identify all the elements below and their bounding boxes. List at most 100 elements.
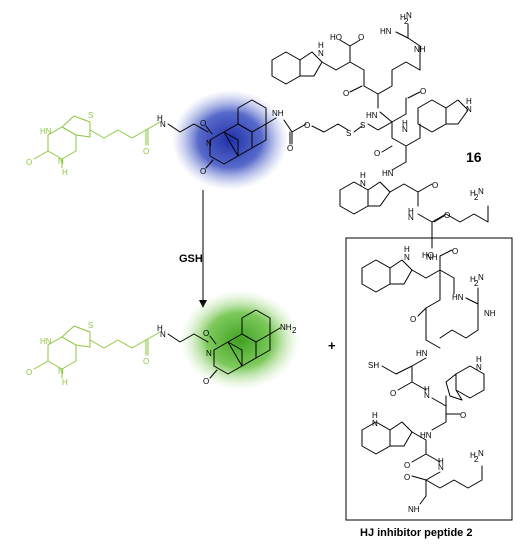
atom-label: O [358,33,364,42]
atom-label: N [478,273,484,282]
atom-label: HN [366,111,378,120]
atom-label: O [420,87,426,96]
atom-label: HO [422,251,434,260]
atom-label: O [143,147,149,156]
atom-label: H [400,13,406,22]
atom-label: H [157,324,163,333]
atom-label: H [360,171,366,180]
atom-label: H [470,275,476,284]
atom-label: N [318,49,324,58]
atom-label: HN [452,293,464,302]
atom-label: O [304,121,310,130]
peptide-2-caption: HJ inhibitor peptide 2 [360,527,472,539]
atom-label: NH [414,45,426,54]
atom-label: H [470,189,476,198]
atom-label: O [200,167,206,176]
naphthalimide-linker-top: H N N O O NH O O S S [157,99,393,176]
atom-label: O [410,315,416,324]
peptide-top: H N HO O O H 2 N HN NH HN O H N N H O [271,11,489,262]
atom-label: 2 [404,17,409,26]
atom-label: SH [368,361,379,370]
atom-label: 2 [474,193,479,202]
atom-label: O [203,377,209,386]
atom-label: N [360,179,366,188]
atom-label: H [62,168,68,177]
atom-label: N [58,157,64,166]
atom-label: N [160,120,166,129]
atom-label: NH [426,253,438,262]
atom-label: O [287,144,293,153]
atom-label: N [408,213,414,222]
atom-label: 2 [474,279,479,288]
atom-label: H [476,355,482,364]
atom-label: H [470,451,476,460]
atom-label: H [157,114,163,123]
atom-label: N [58,367,64,376]
atom-label: N [404,253,410,262]
atom-label: H [318,41,324,50]
atom-label: H [402,119,408,128]
plus-sign: + [328,338,336,353]
atom-label: HN [416,349,428,358]
atom-label: O [460,411,466,420]
atom-label: HN [40,127,52,136]
atom-label: N [466,105,472,114]
atom-label: NH [408,505,420,514]
blue-fluorescence-glow [172,90,288,190]
biotin-unit-bottom: HN O H N S O [26,321,161,387]
atom-label: S [360,121,365,130]
atom-label: HN [40,337,52,346]
atom-label: N [438,463,444,472]
atom-label: O [200,119,206,128]
atom-label: O [374,149,380,158]
atom-label: N [478,187,484,196]
atom-label: HN [420,431,432,440]
atom-label: N [206,349,212,358]
atom-label: H [438,457,444,466]
atom-label: O [26,158,32,167]
biotin-unit-top: HN O H N S O [26,111,161,177]
atom-label: O [444,211,450,220]
atom-label: N [206,139,212,148]
atom-label: N [402,125,408,134]
atom-label: H [466,97,472,106]
atom-label: S [88,111,93,120]
reagent-label: GSH [179,253,203,265]
atom-label: O [432,181,438,190]
peptide-2-box [345,237,513,521]
compound-number-label: 16 [466,149,482,165]
atom-label: O [203,329,209,338]
atom-label: NH [272,109,284,118]
amine-label: NH [280,323,292,332]
atom-label: 2 [474,455,479,464]
atom-label: N [372,419,378,428]
atom-label: S [88,321,93,330]
atom-label: O [404,473,410,482]
amine-subscript: 2 [292,326,297,335]
atom-label: N [406,11,412,20]
atom-label: HO [330,33,342,42]
atom-label: S [346,129,351,138]
atom-label: H [404,245,410,254]
peptide-2-structure: H N HO O O H 2 N HN NH HN SH O H N N H [361,245,496,514]
atom-label: O [404,461,410,470]
atom-label: HN [382,169,394,178]
atom-label: O [390,389,396,398]
atom-label: N [476,363,482,372]
atom-label: H [424,385,430,394]
naphthalimide-bottom: H N N O O NH 2 [157,309,297,386]
atom-label: O [452,247,458,256]
atom-label: HN [380,27,392,36]
atom-label: O [26,368,32,377]
atom-label: N [424,391,430,400]
atom-label: NH [484,309,496,318]
atom-label: H [408,207,414,216]
atom-label: H [62,378,68,387]
atom-label: O [343,89,349,98]
atom-label: O [143,357,149,366]
atom-label: N [160,330,166,339]
green-fluorescence-glow [180,290,300,390]
atom-label: H [372,411,378,420]
